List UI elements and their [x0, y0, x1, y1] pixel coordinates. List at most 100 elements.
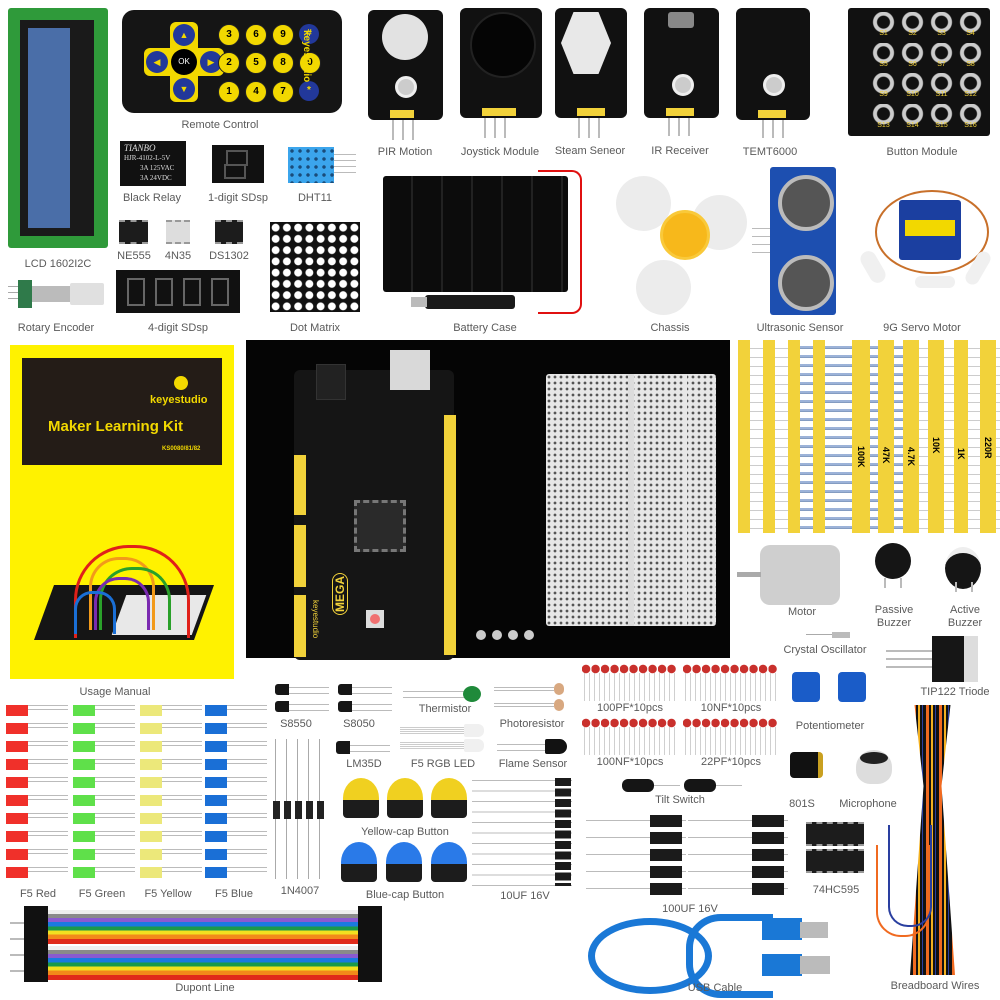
- blue-cap-buttons: [341, 842, 467, 886]
- kit-box-tray: MEGA keyestudio: [246, 340, 730, 660]
- up-arrow-icon: ▲: [173, 24, 195, 46]
- relay-rating-dc: 3A 24VDC: [140, 174, 172, 182]
- header-right: [444, 415, 456, 655]
- remote-key: #: [299, 24, 319, 44]
- resistor-strip-4-7k: 4.7K: [903, 340, 919, 533]
- ir-label: IR Receiver: [651, 145, 709, 157]
- dc-motor: [760, 545, 840, 605]
- remote-key: 6: [245, 24, 267, 46]
- button-key: S2: [899, 12, 926, 41]
- hc595-label: 74HC595: [812, 884, 860, 896]
- s8050-label: S8050: [343, 718, 375, 730]
- tilt-label: Tilt Switch: [655, 794, 705, 806]
- mega-board: MEGA keyestudio: [294, 350, 456, 660]
- remote-control: OK ▲ ▼ ◀ ▶ 3 6 9 # 2 5 8 0 1 4 7 * keyes…: [122, 10, 342, 113]
- dc-plug: [411, 295, 515, 309]
- joystick-label: Joystick Module: [460, 146, 540, 158]
- usb-label: USB Cable: [687, 982, 743, 994]
- lm35d-sensor: [336, 741, 391, 755]
- remote-key: 5: [245, 52, 267, 75]
- s8550-transistors: [275, 684, 330, 714]
- tilt-switches: [622, 779, 742, 793]
- ics-74hc595: [806, 822, 866, 873]
- 4n35-chip: [166, 220, 190, 244]
- green-label: F5 Green: [78, 888, 126, 900]
- dpad: OK ▲ ▼ ◀ ▶: [144, 22, 224, 102]
- dc-jack: [316, 364, 346, 400]
- header-left-analog2: [294, 595, 306, 657]
- rgb-label: F5 RGB LED: [410, 758, 476, 770]
- motor-label: Motor: [787, 606, 817, 618]
- mic-label: Microphone: [839, 798, 897, 810]
- resistor-strip-10k: 10K: [928, 340, 944, 533]
- usb-port: [390, 350, 430, 390]
- remote-key: 4: [245, 80, 267, 103]
- remote-key: 7: [272, 80, 294, 103]
- battery-wire: [538, 170, 582, 314]
- sdsp4-label: 4-digit SDsp: [148, 322, 208, 334]
- button-key: S16: [957, 103, 984, 132]
- button-module: S1 S2 S3 S4 S5 S6 S7 S8 S9 S10 S11 S12 S…: [848, 8, 990, 136]
- manual-label: Usage Manual: [79, 686, 151, 698]
- ir-receiver-module: [644, 8, 719, 118]
- button-key: S6: [899, 42, 926, 71]
- active-label: Active Buzzer: [947, 604, 983, 629]
- photoresistors: [494, 683, 566, 713]
- down-arrow-icon: ▼: [173, 78, 195, 100]
- chassis-label: Chassis: [650, 322, 690, 334]
- ultrasonic-sensor: [770, 167, 836, 315]
- passive-buzzer: [875, 543, 911, 579]
- usb-cable: [582, 908, 867, 998]
- c10uf-label: 10UF 16V: [500, 890, 550, 902]
- resistor-strip-220r: 220R: [980, 340, 996, 533]
- black-relay: TIANBO HJR-4102-L-5V 3A 125VAC 3A 24VDC: [120, 141, 186, 186]
- tip122-label: TIP122 Triode: [920, 686, 990, 698]
- pot-label: Potentiometer: [795, 720, 865, 732]
- relay-brand: TIANBO: [124, 143, 156, 153]
- button-key: S15: [928, 103, 955, 132]
- dht-label: DHT11: [297, 192, 333, 204]
- dht11-sensor: [288, 147, 334, 183]
- manual-model: KS0080/81/82: [162, 446, 201, 452]
- resistor-strip-47k: 47K: [878, 340, 894, 533]
- crystal-oscillator: [806, 632, 850, 638]
- remote-key: 0: [299, 52, 321, 75]
- diode-label: 1N4007: [280, 885, 320, 897]
- pir-label: PIR Motion: [377, 146, 433, 158]
- servo-label: 9G Servo Motor: [883, 322, 961, 334]
- ne555-chip: [119, 220, 148, 244]
- s8550-label: S8550: [280, 718, 312, 730]
- c22pf-label: 22PF*10pcs: [701, 756, 761, 768]
- yellow-label: F5 Yellow: [144, 888, 192, 900]
- bbtn-label: Blue-cap Button: [365, 889, 445, 901]
- one-digit-display: [212, 145, 264, 183]
- button-key: S10: [899, 73, 926, 102]
- 4n35-label: 4N35: [164, 250, 192, 262]
- relay-label: Black Relay: [122, 192, 182, 204]
- battery-label: Battery Case: [453, 322, 517, 334]
- sensor-801s: [790, 752, 823, 778]
- button-key: S11: [928, 73, 955, 102]
- four-digit-display: [116, 270, 240, 313]
- breadboard-wires: [870, 705, 995, 975]
- active-buzzer: [945, 547, 981, 589]
- thermistor: [403, 686, 483, 702]
- microphone: [856, 750, 892, 784]
- 801s-label: 801S: [789, 798, 815, 810]
- chassis-fan: [612, 170, 752, 320]
- servo-motor: [857, 180, 995, 320]
- pir-module: [368, 10, 443, 120]
- relay-rating-ac: 3A 125VAC: [140, 164, 175, 172]
- board-name: MEGA: [332, 573, 348, 615]
- lcd-screen: [20, 20, 94, 236]
- bbwires-label: Breadboard Wires: [890, 980, 980, 992]
- dupont-ribbon: [10, 902, 388, 982]
- rgb-leds: [400, 724, 486, 754]
- temt6000-module: [736, 8, 810, 120]
- ybtn-label: Yellow-cap Button: [361, 826, 449, 838]
- dupont-label: Dupont Line: [175, 982, 235, 994]
- remote-key: 8: [272, 52, 294, 75]
- caps-10uf: [472, 778, 572, 888]
- potentiometers: [792, 672, 872, 712]
- relay-model: HJR-4102-L-5V: [124, 154, 171, 162]
